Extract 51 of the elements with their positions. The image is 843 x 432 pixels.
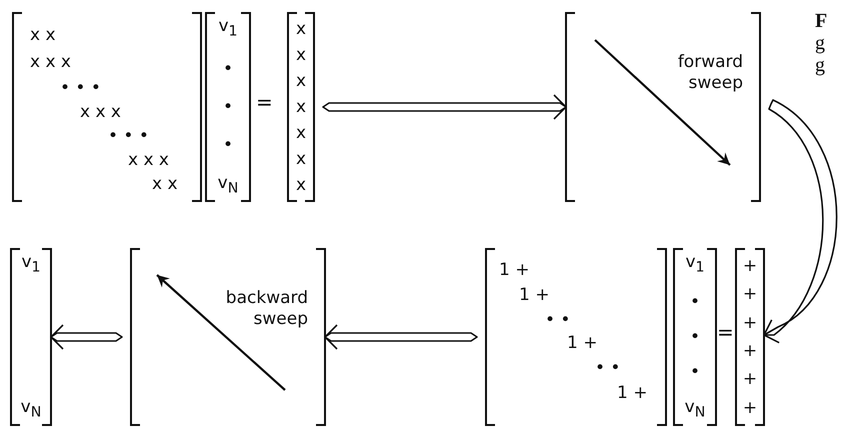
vector-entry: + <box>742 256 758 276</box>
caption-fragment: g <box>815 54 825 77</box>
vector-entry: + <box>742 284 758 304</box>
vector-entry: + <box>742 398 758 418</box>
matrix-row: x x x <box>80 102 121 122</box>
vector-entry: v$_{1}$ <box>685 252 705 278</box>
vector-bracket <box>287 12 315 202</box>
vector-entry: x <box>296 149 306 169</box>
matrix-row: • • • <box>108 126 149 146</box>
vector-entry: • <box>222 134 234 155</box>
vector-entry: • <box>222 59 234 80</box>
vector-entry: v$_{1}$ <box>218 16 238 42</box>
matrix-row: x x x <box>30 52 71 72</box>
double-arrow <box>324 324 478 350</box>
vector-entry: x <box>296 45 306 65</box>
matrix-row: • • • <box>60 78 101 98</box>
vector-bracket <box>735 248 765 426</box>
vector-entry: x <box>296 175 306 195</box>
vector-entry: • <box>222 96 234 117</box>
vector-entry: x <box>296 19 306 39</box>
matrix-row: x x <box>30 25 56 45</box>
vector-entry: • <box>690 362 700 382</box>
double-arrow <box>322 94 567 120</box>
caption-fragment: g <box>815 32 825 55</box>
equals-sign: = <box>717 320 734 344</box>
vector-entry: x <box>296 71 306 91</box>
double-arrow <box>50 324 123 350</box>
vector-entry: • <box>690 326 700 347</box>
vector-entry: v$_{N}$ <box>684 396 706 422</box>
vector-entry: x <box>296 123 306 143</box>
matrix-row: • • <box>595 358 620 378</box>
vector-entry: x <box>296 97 306 117</box>
matrix-row: 1 + <box>567 333 598 353</box>
vector-entry: + <box>742 312 758 333</box>
caption-fragment: F <box>815 10 828 33</box>
matrix-row: 1 + <box>519 285 550 305</box>
vector-entry: v$_{N}$ <box>218 172 238 198</box>
sweep-label: forward sweep <box>676 52 743 94</box>
vector-entry: • <box>690 292 700 312</box>
matrix-row: 1 + <box>617 383 648 403</box>
vector-entry: + <box>742 369 758 390</box>
double-arrow <box>763 99 838 344</box>
matrix-row: • • <box>545 310 570 330</box>
sweep-label: backward sweep <box>224 288 308 330</box>
matrix-row: 1 + <box>499 260 530 280</box>
vector-entry: + <box>742 341 758 362</box>
matrix-row: x x <box>152 174 178 194</box>
vector-entry: v$_{1}$ <box>21 252 41 278</box>
equals-sign: = <box>256 90 273 114</box>
matrix-row: x x x <box>128 150 169 170</box>
vector-entry: v$_{N}$ <box>20 396 42 422</box>
